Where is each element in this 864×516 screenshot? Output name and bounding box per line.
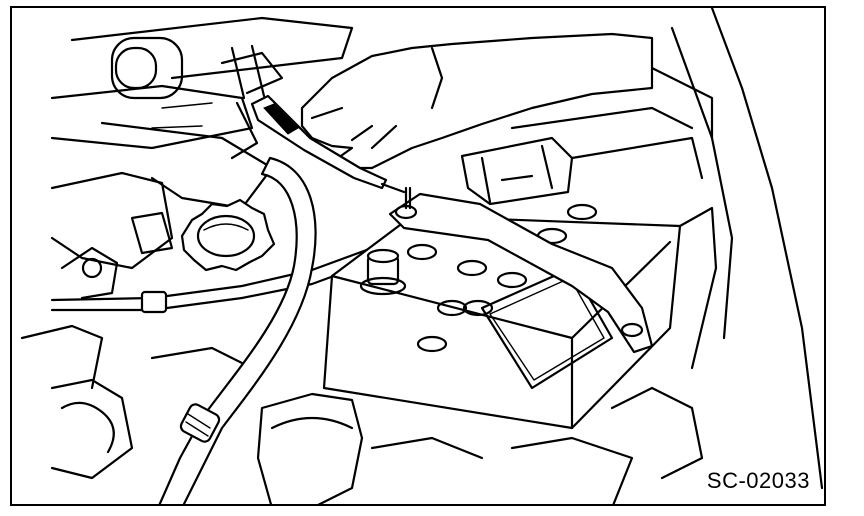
body-panels: [490, 8, 824, 504]
electrical-connector: [460, 136, 574, 206]
engine-bay-illustration: [20, 8, 824, 504]
battery-clamp: [388, 186, 654, 354]
figure-code: SC-02033: [704, 468, 812, 494]
wiring-harness: [20, 246, 374, 390]
lower-engine-parts: [50, 346, 484, 504]
illustration-frame: SC-02033: [10, 6, 826, 506]
oil-filler-cap: [180, 198, 276, 272]
hand-holding-probe: [250, 32, 654, 194]
engine-components: [50, 16, 354, 300]
tester-cable: [158, 156, 317, 504]
